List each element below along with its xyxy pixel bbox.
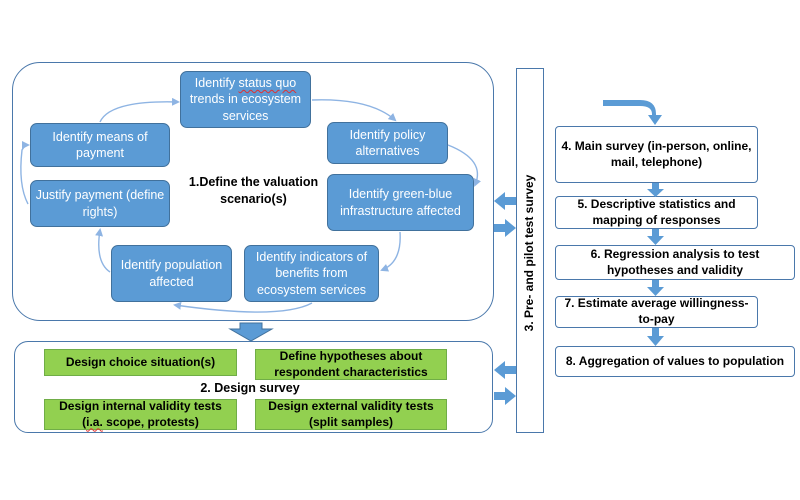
step6-regression: 6. Regression analysis to test hypothese… xyxy=(555,245,795,280)
box-identify-indicators: Identify indicators of benefits from eco… xyxy=(244,245,379,302)
arrow-entry-step4 xyxy=(603,100,662,125)
arrow-step7-to-step8 xyxy=(647,328,664,346)
box-design-choice: Design choice situation(s) xyxy=(44,349,237,376)
step5-descriptive-stats: 5. Descriptive statistics and mapping of… xyxy=(555,196,758,229)
box-identify-policy: Identify policy alternatives xyxy=(327,122,448,164)
step2-label: 2. Design survey xyxy=(200,381,300,395)
arrow-pilot-to-step2 xyxy=(494,361,516,379)
arrow-pilot-to-step1 xyxy=(494,192,516,210)
box-design-external: Design external validity tests (split sa… xyxy=(255,399,447,430)
arrow-step4-to-step5 xyxy=(647,183,664,197)
arrow-step5-to-step6 xyxy=(647,229,664,245)
arrow-step2-to-pilot xyxy=(494,387,516,405)
box-define-hypotheses: Define hypotheses about respondent chara… xyxy=(255,349,447,380)
cycle-arrow-policy-to-green xyxy=(447,144,482,187)
box-design-internal: Design internal validity tests (i.a. sco… xyxy=(44,399,237,430)
arrow-step1-to-pilot xyxy=(494,219,516,237)
step4-main-survey: 4. Main survey (in-person, online, mail,… xyxy=(555,126,758,183)
arrow-step6-to-step7 xyxy=(647,280,664,296)
step8-aggregation: 8. Aggregation of values to population xyxy=(555,346,795,377)
box-identify-status-quo: Identify status quo trends in ecosystem … xyxy=(180,71,311,128)
cycle-arrow-indicators-to-population xyxy=(173,301,313,313)
cycle-arrow-means-to-status xyxy=(99,97,180,123)
box-identify-means: Identify means of payment xyxy=(30,123,170,167)
box-justify-payment: Justify payment (define rights) xyxy=(30,180,170,227)
arrow-step1-to-step2 xyxy=(228,322,274,342)
cycle-arrow-population-to-justify xyxy=(95,228,111,273)
pilot-test-frame xyxy=(516,68,544,433)
step7-estimate-wtp: 7. Estimate average willingness-to-pay xyxy=(555,296,758,328)
step1-label: 1.Define the valuation scenario(s) xyxy=(188,175,319,206)
box-identify-population: Identify population affected xyxy=(111,245,232,302)
cycle-arrow-justify-to-means xyxy=(20,141,30,205)
box-identify-green-blue: Identify green-blue infrastructure affec… xyxy=(327,174,474,231)
cycle-arrow-status-to-policy xyxy=(311,99,397,122)
cycle-arrow-green-to-indicators xyxy=(380,231,401,272)
